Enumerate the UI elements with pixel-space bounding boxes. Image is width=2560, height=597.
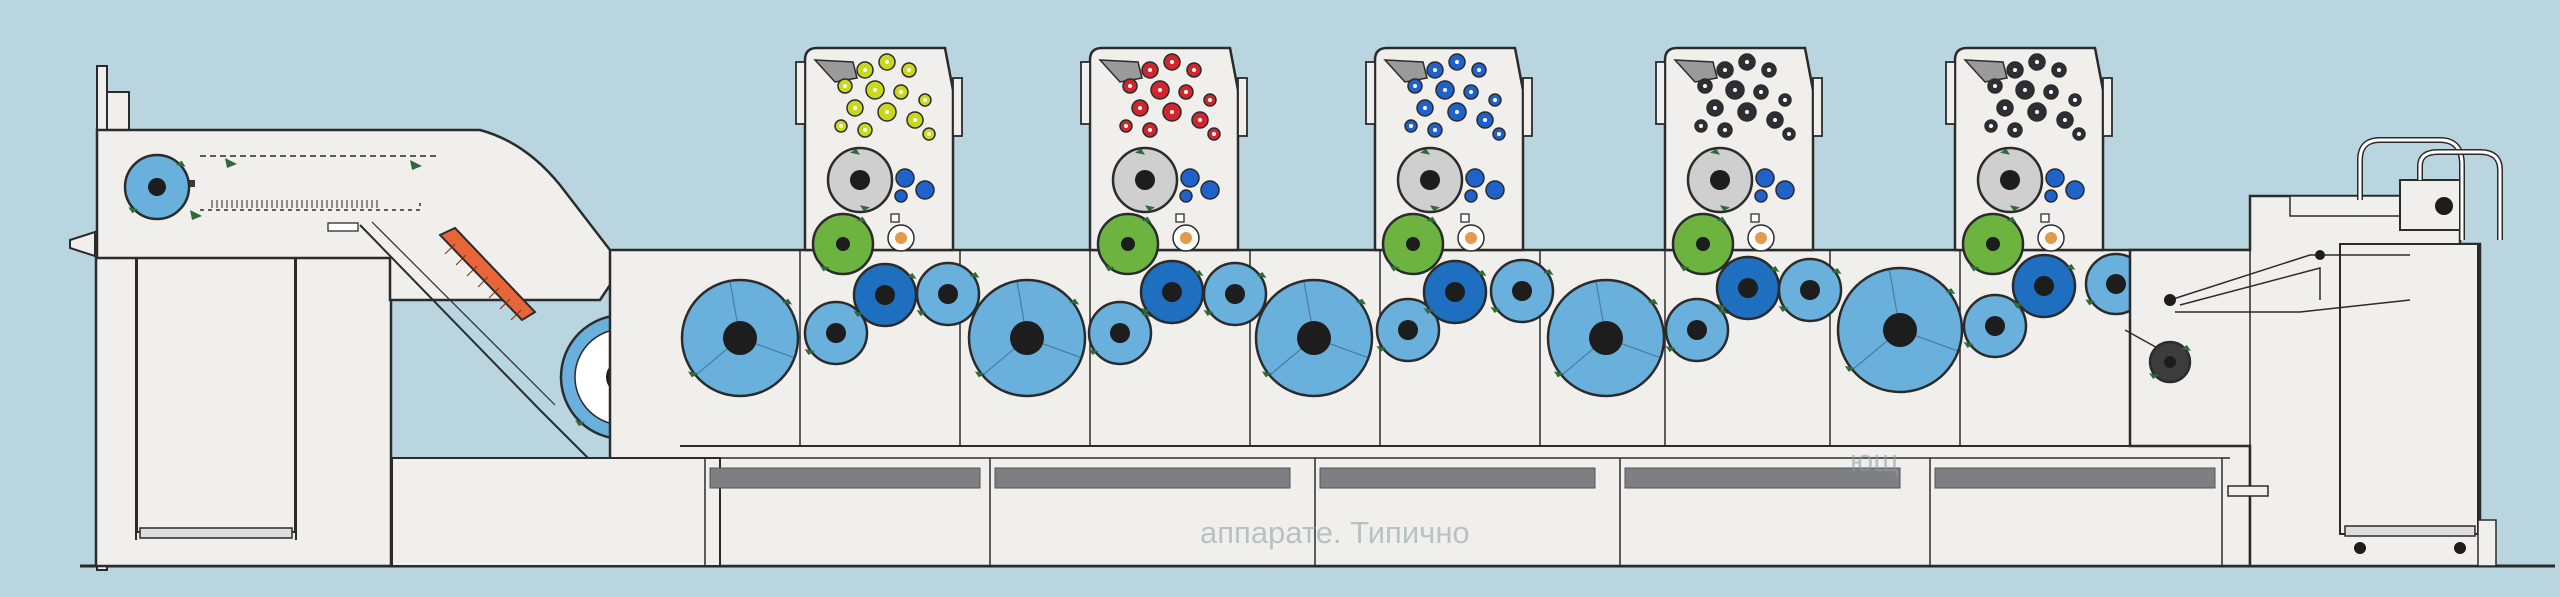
rail-bar-5 — [1934, 467, 2216, 489]
impression-cylinder-2 — [1139, 259, 1205, 325]
unit-5-plate-cylinder — [1976, 146, 2044, 214]
unit-3-ink-fountain — [1383, 59, 1428, 83]
unit-1-blanket-cylinder — [811, 212, 875, 276]
feeder-nose — [69, 230, 96, 258]
unit-5-dampening-roller — [2045, 168, 2065, 188]
unit-1-ink-fountain — [813, 59, 858, 83]
feeder-head — [95, 128, 622, 302]
unit-3-plate-cylinder — [1396, 146, 1464, 214]
transfer-drum-5 — [1836, 266, 1964, 394]
unit-4-dampening-roller — [1775, 180, 1795, 200]
transfer-drum-4 — [1546, 278, 1666, 398]
transfer-drum-1 — [680, 278, 800, 398]
impression-cylinder-1 — [852, 262, 918, 328]
faint-text-line-2: аппарате. Типично — [1200, 515, 1470, 550]
impression-cylinder-5 — [2011, 253, 2077, 319]
transfer-roll-3 — [1087, 300, 1153, 366]
delivery-cylinder — [2148, 340, 2192, 384]
feeder-pile-box — [136, 249, 296, 533]
delivery-chain — [2169, 254, 2410, 301]
transfer-roll-2 — [915, 261, 981, 327]
unit-3-dampening-roller — [1485, 180, 1505, 200]
unit-4-ink-fountain — [1673, 59, 1718, 83]
transfer-roll-4 — [1202, 261, 1268, 327]
unit-4-dampening-roller — [1754, 189, 1768, 203]
unit-1-dampening-roller — [894, 189, 908, 203]
feeder-top-bracket — [106, 91, 130, 131]
unit-3-blanket-cylinder — [1381, 212, 1445, 276]
unit-1-dampening-roller — [915, 180, 935, 200]
unit-5-dampening-roller — [2065, 180, 2085, 200]
printing-unit-4 — [1655, 46, 1823, 252]
rail-bar-1 — [709, 467, 981, 489]
impression-cylinder-3 — [1422, 259, 1488, 325]
transfer-roll-6 — [1489, 258, 1555, 324]
feeder-pile-board — [139, 527, 293, 539]
transfer-roll-9 — [1962, 293, 2028, 359]
unit-3-dampening-roller — [1465, 168, 1485, 188]
unit-5-blanket-cylinder — [1961, 212, 2025, 276]
transfer-roll-8 — [1777, 257, 1843, 323]
printing-unit-5 — [1945, 46, 2113, 252]
unit-5-ink-fountain — [1963, 59, 2008, 83]
rail-bar-3 — [1319, 467, 1596, 489]
transfer-drum-2 — [967, 278, 1087, 398]
transfer-drum-3 — [1254, 278, 1374, 398]
feeder-section — [69, 65, 622, 571]
unit-2-ink-fountain — [1098, 59, 1143, 83]
unit-2-dampening-roller — [1200, 180, 1220, 200]
feed-table — [359, 224, 601, 471]
delivery-wheel-1 — [2354, 542, 2366, 554]
unit-3-dampening-roller — [1464, 189, 1478, 203]
printing-unit-1 — [795, 46, 963, 252]
delivery-pile-board — [2344, 525, 2476, 537]
unit-2-dampening-roller — [1179, 189, 1193, 203]
faint-text-line-1: ющ — [1850, 443, 1899, 478]
impression-cylinder-4 — [1715, 255, 1781, 321]
delivery-pile-box — [2339, 243, 2479, 535]
unit-2-plate-cylinder — [1111, 146, 1179, 214]
transfer-roll-7 — [1664, 297, 1730, 363]
printing-unit-2 — [1080, 46, 1248, 252]
unit-2-dampening-roller — [1180, 168, 1200, 188]
feeder-suction-roll — [123, 153, 191, 221]
rail-bar-4 — [1624, 467, 1901, 489]
unit-4-blanket-cylinder — [1671, 212, 1735, 276]
delivery-section — [2124, 137, 2503, 568]
unit-1-plate-cylinder — [826, 146, 894, 214]
rail-bar-2 — [994, 467, 1291, 489]
unit-4-plate-cylinder — [1686, 146, 1754, 214]
unit-2-blanket-cylinder — [1096, 212, 1160, 276]
delivery-wheel-2 — [2454, 542, 2466, 554]
printing-unit-3 — [1365, 46, 1533, 252]
transfer-roll-1 — [803, 300, 869, 366]
unit-1-dampening-roller — [895, 168, 915, 188]
unit-5-dampening-roller — [2044, 189, 2058, 203]
delivery-fan — [2435, 197, 2453, 215]
unit-4-dampening-roller — [1755, 168, 1775, 188]
